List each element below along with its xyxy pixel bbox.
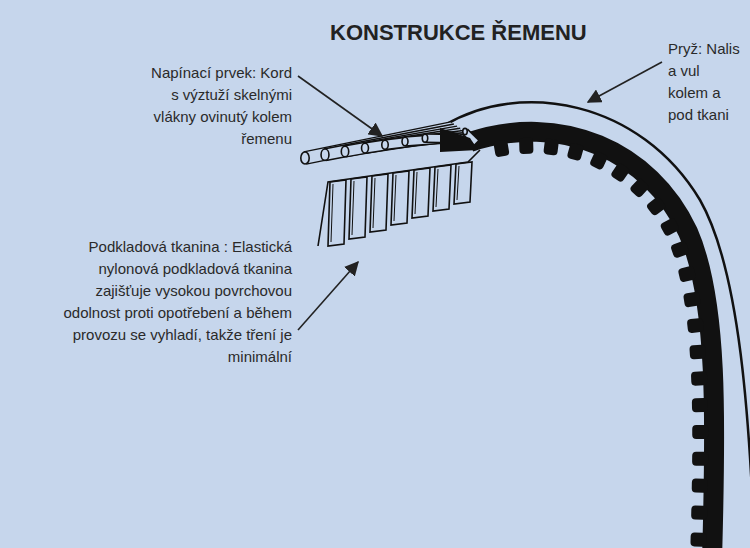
- fabric-edge: [318, 150, 480, 246]
- belt-tooth: [670, 240, 690, 259]
- belt-tooth: [659, 217, 680, 237]
- belt-tooth: [543, 138, 559, 156]
- fabric-tooth: [454, 162, 472, 204]
- cord-end: [341, 146, 348, 157]
- belt-tooth: [692, 425, 708, 439]
- leader-line: [298, 76, 382, 136]
- fabric-tooth: [412, 168, 430, 218]
- fabric-tooth: [370, 174, 388, 232]
- fabric-tooth: [391, 171, 409, 225]
- leader-line: [298, 262, 358, 330]
- fabric-layer-line: [436, 169, 438, 207]
- belt-tooth: [691, 371, 708, 386]
- belt-tooth: [683, 291, 701, 307]
- diagram-title: KONSTRUKCE ŘEMENU: [330, 20, 587, 46]
- belt-tooth: [687, 318, 704, 334]
- belt-tooth: [519, 138, 533, 154]
- cord-root: [440, 128, 478, 152]
- belt-tooth: [610, 162, 631, 183]
- fabric-layer-line: [331, 184, 333, 242]
- cord-end: [301, 152, 309, 164]
- cord-end: [362, 143, 369, 153]
- cord-end: [321, 149, 329, 160]
- belt-tooth: [646, 196, 667, 217]
- belt-outline: [445, 102, 750, 548]
- belt-teeth: [493, 138, 708, 547]
- cord-end: [382, 140, 388, 149]
- cord-end: [463, 128, 467, 134]
- cord-end: [402, 137, 408, 146]
- cord-end: [422, 134, 427, 142]
- fabric-layer-line: [373, 178, 375, 228]
- callout-label: Pryž: Nalis a vul kolem a pod tkani: [668, 38, 742, 126]
- leader-line: [588, 62, 662, 102]
- backing-fabric: [318, 150, 480, 246]
- belt-core-band: [470, 132, 714, 548]
- belt-tooth: [692, 479, 708, 493]
- belt-tooth: [692, 398, 708, 412]
- belt-tooth: [691, 505, 707, 519]
- belt-tooth: [567, 142, 585, 161]
- fabric-layer-line: [457, 166, 459, 200]
- fabric-tooth: [328, 180, 346, 246]
- belt-tooth: [589, 150, 608, 170]
- fabric-layer-line: [352, 181, 354, 235]
- fabric-tooth: [349, 177, 367, 239]
- fabric-layer-line: [415, 172, 417, 214]
- belt-body: [301, 102, 750, 548]
- belt-tooth: [678, 265, 697, 282]
- belt-tooth: [493, 139, 510, 157]
- fabric-layer-line: [394, 175, 396, 221]
- glass-fibre-cords: [301, 128, 478, 164]
- callout-label: Podkladová tkanina : Elastická nylonová …: [40, 236, 292, 368]
- belt-tooth: [690, 532, 706, 546]
- leader-lines: [298, 62, 662, 330]
- belt-tooth: [692, 452, 708, 466]
- fabric-tooth: [433, 165, 451, 211]
- belt-tooth: [629, 177, 650, 198]
- callout-label: Napínací prvek: Kord s výztuží skelnými …: [150, 62, 292, 150]
- belt-tooth: [689, 344, 706, 359]
